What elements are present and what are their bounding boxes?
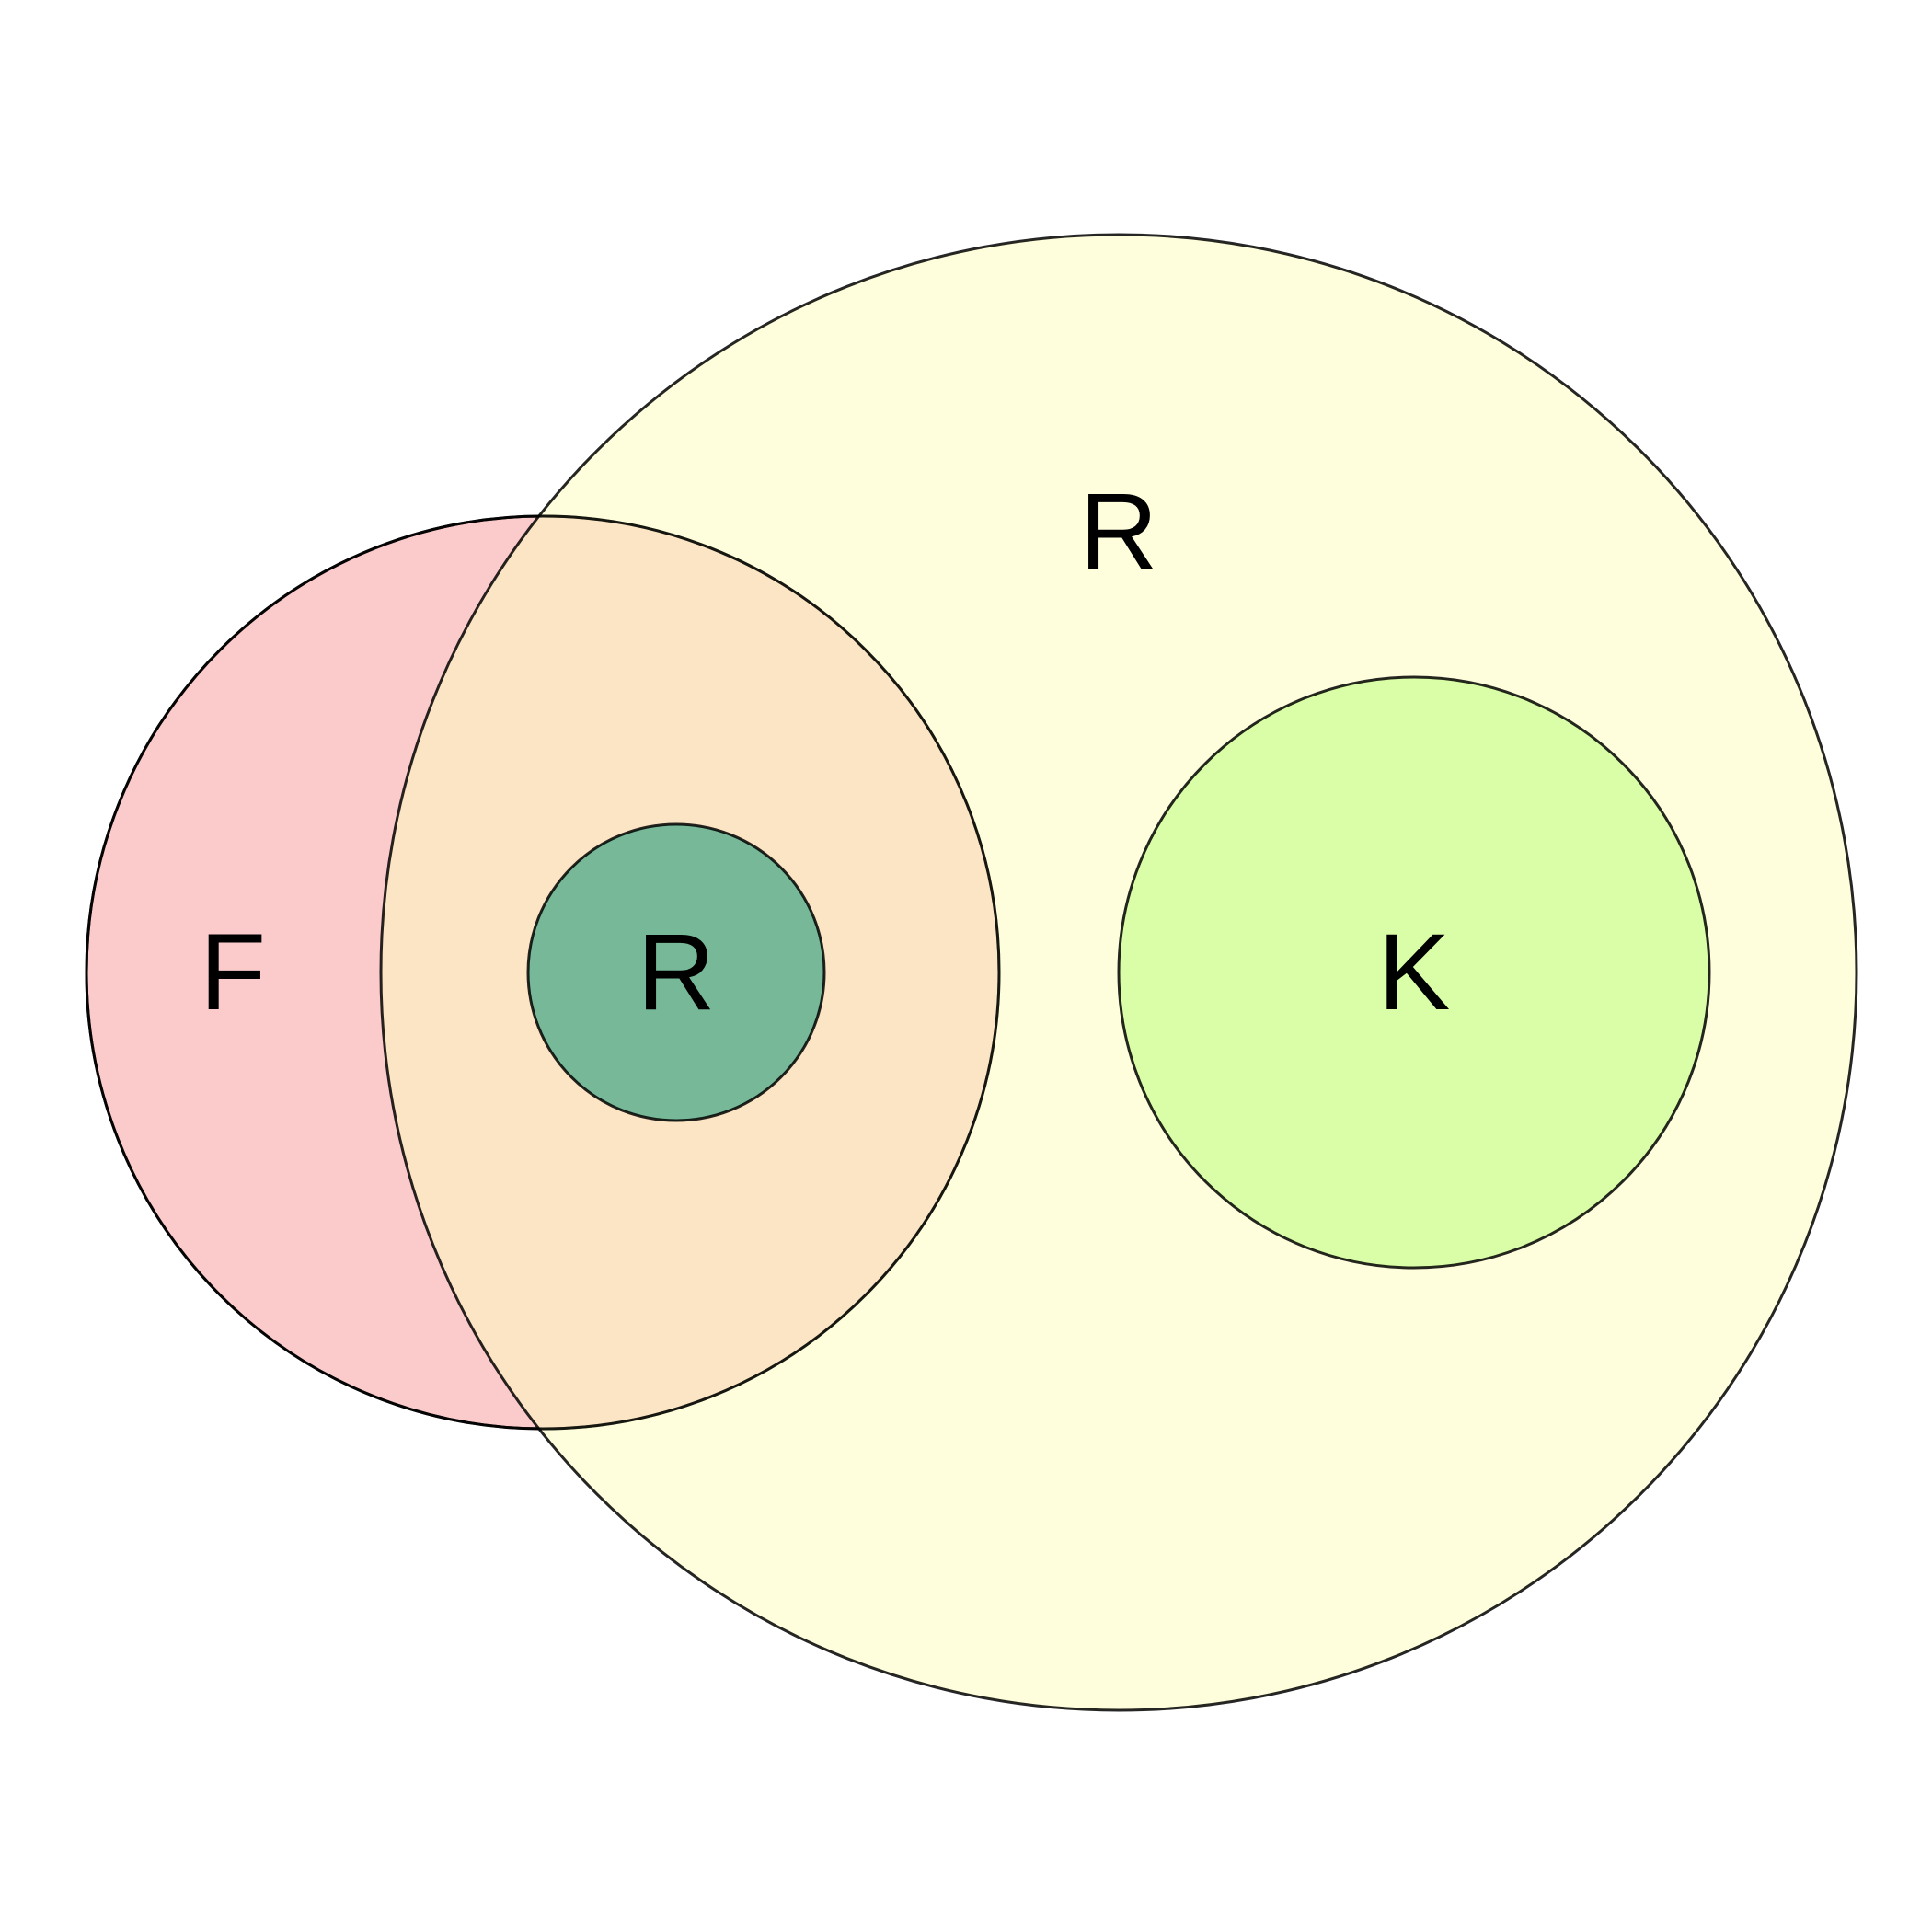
set-f-outline — [85, 514, 1001, 1431]
set-r-inner-label: R — [637, 912, 715, 1033]
set-k-label: K — [1378, 912, 1451, 1033]
set-r-inner-circle — [526, 822, 826, 1122]
set-f-label: F — [200, 912, 266, 1033]
set-r-outer-label: R — [1079, 471, 1157, 592]
set-k-circle — [1117, 675, 1711, 1270]
